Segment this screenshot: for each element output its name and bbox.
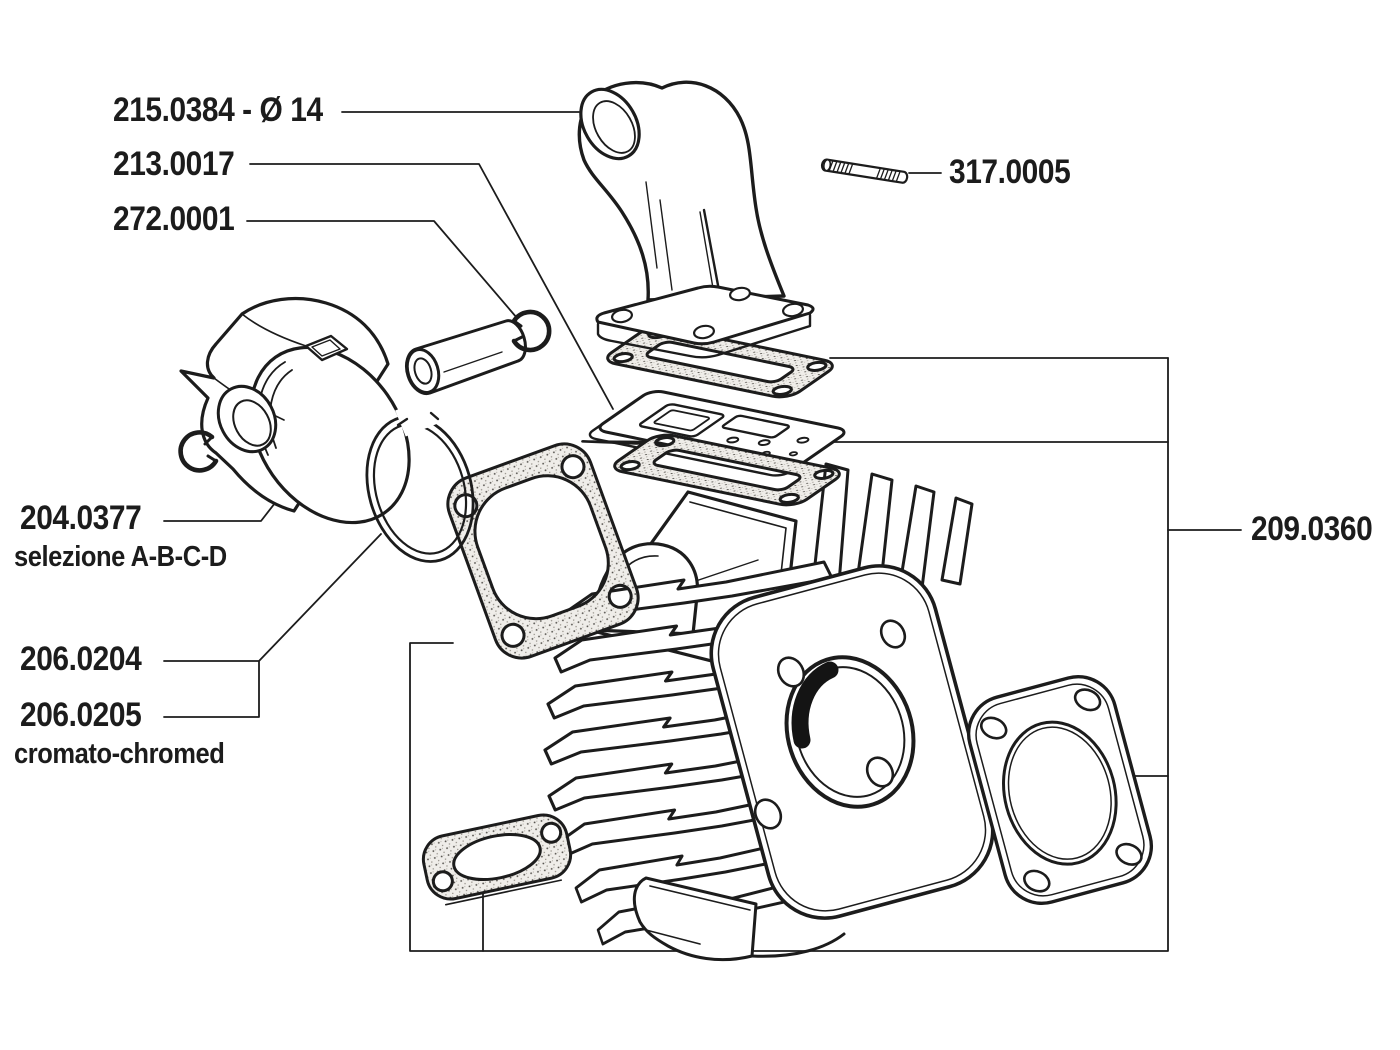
label-piston-selection: selezione A-B-C-D — [14, 541, 227, 573]
piston-window — [304, 334, 349, 362]
cylinder-exhaust-stub — [632, 876, 846, 962]
label-piston-ring-a: 206.0204 — [20, 640, 142, 678]
head-gasket — [966, 675, 1154, 905]
piston-crown — [249, 345, 411, 525]
cylinder-stud-holes — [753, 619, 907, 830]
piston — [179, 296, 411, 525]
label-reed-gasket-set: 213.0017 — [113, 145, 235, 183]
label-piston: 204.0377 — [20, 499, 142, 537]
base-gasket — [446, 442, 640, 660]
label-stud: 317.0005 — [949, 153, 1071, 191]
piston-pin — [405, 319, 527, 396]
label-intake-manifold: 215.0384 - Ø 14 — [113, 91, 323, 129]
reed-valve-block — [578, 390, 849, 482]
cylinder — [543, 462, 995, 962]
circlip-right — [511, 309, 552, 353]
label-circlip: 272.0001 — [113, 200, 235, 238]
exhaust-gasket — [421, 813, 573, 906]
label-ring-chromed: cromato-chromed — [14, 738, 225, 770]
label-cylinder-kit: 209.0360 — [1251, 510, 1373, 548]
label-piston-ring-b: 206.0205 — [20, 696, 142, 734]
manifold-gasket-bottom — [607, 433, 847, 508]
piston-ring — [365, 395, 475, 563]
piston-pin-hole — [216, 384, 278, 454]
leader-lines — [163, 111, 1242, 952]
circlip-left — [178, 430, 219, 473]
intake-manifold — [577, 80, 815, 359]
stud — [820, 158, 909, 184]
